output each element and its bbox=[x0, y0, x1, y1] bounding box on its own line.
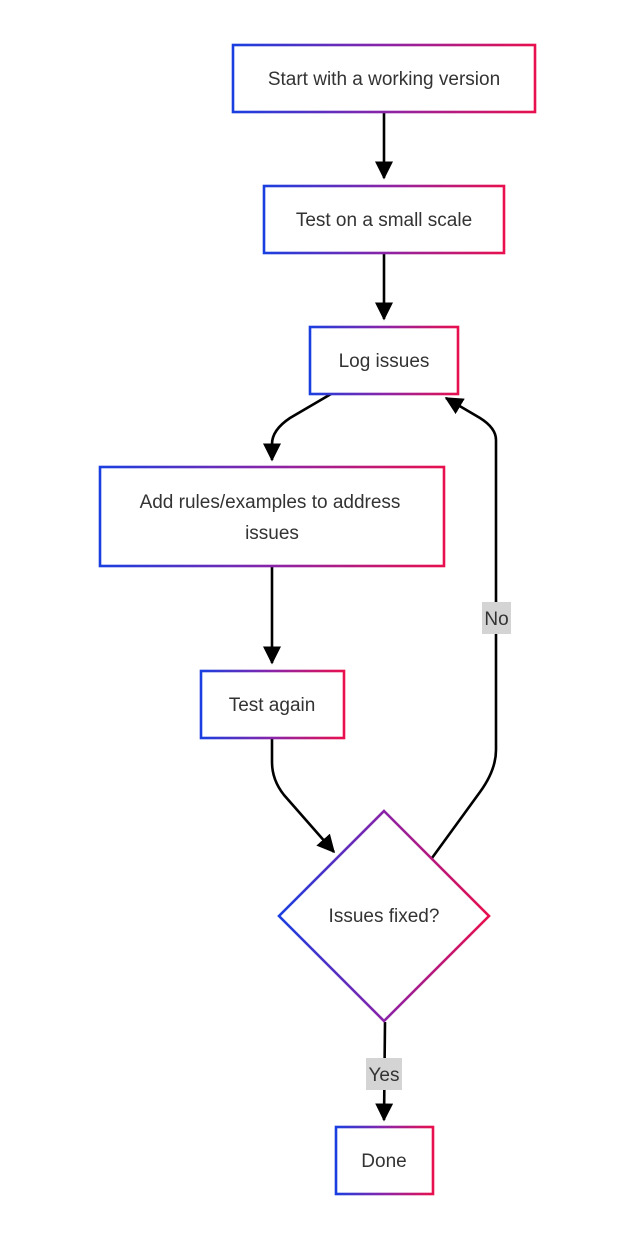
edge-label-yes: Yes bbox=[366, 1058, 402, 1090]
node-test-again-label: Test again bbox=[229, 695, 316, 716]
edge-label-yes-background bbox=[366, 1058, 402, 1090]
node-log-issues: Log issues bbox=[308, 325, 460, 396]
node-issues-fixed: Issues fixed? bbox=[277, 809, 491, 1023]
node-test-again-box bbox=[199, 669, 346, 740]
node-add-rules: Add rules/examples to address issues bbox=[98, 465, 446, 568]
node-test-small-box bbox=[262, 184, 506, 255]
node-issues-fixed-label: Issues fixed? bbox=[329, 906, 440, 927]
edge-log-issues-to-add-rules bbox=[263, 392, 332, 462]
node-add-rules-box bbox=[98, 465, 446, 568]
edge-label-yes-text: Yes bbox=[369, 1065, 400, 1086]
node-start-label: Start with a working version bbox=[268, 69, 500, 90]
edge-test-again-to-issues-fixed bbox=[270, 739, 335, 854]
node-start-box bbox=[231, 43, 537, 114]
node-add-rules-label-line2: issues bbox=[245, 523, 299, 544]
node-test-again: Test again bbox=[199, 669, 346, 740]
node-log-issues-box bbox=[308, 325, 460, 396]
node-test-small-label: Test on a small scale bbox=[296, 210, 472, 231]
edge-label-no-background bbox=[482, 602, 511, 634]
node-add-rules-label-line1: Add rules/examples to address bbox=[140, 492, 401, 513]
node-test-small: Test on a small scale bbox=[262, 184, 506, 255]
node-issues-fixed-diamond bbox=[277, 809, 491, 1023]
edges bbox=[263, 113, 498, 1122]
node-done-label: Done bbox=[361, 1151, 406, 1172]
edge-issues-fixed-to-log-issues-no bbox=[430, 396, 498, 859]
edge-label-no: No bbox=[482, 602, 511, 634]
edge-label-no-text: No bbox=[484, 609, 508, 630]
node-log-issues-label: Log issues bbox=[339, 351, 430, 372]
node-done-box bbox=[334, 1125, 435, 1196]
node-start: Start with a working version bbox=[231, 43, 537, 114]
node-done: Done bbox=[334, 1125, 435, 1196]
